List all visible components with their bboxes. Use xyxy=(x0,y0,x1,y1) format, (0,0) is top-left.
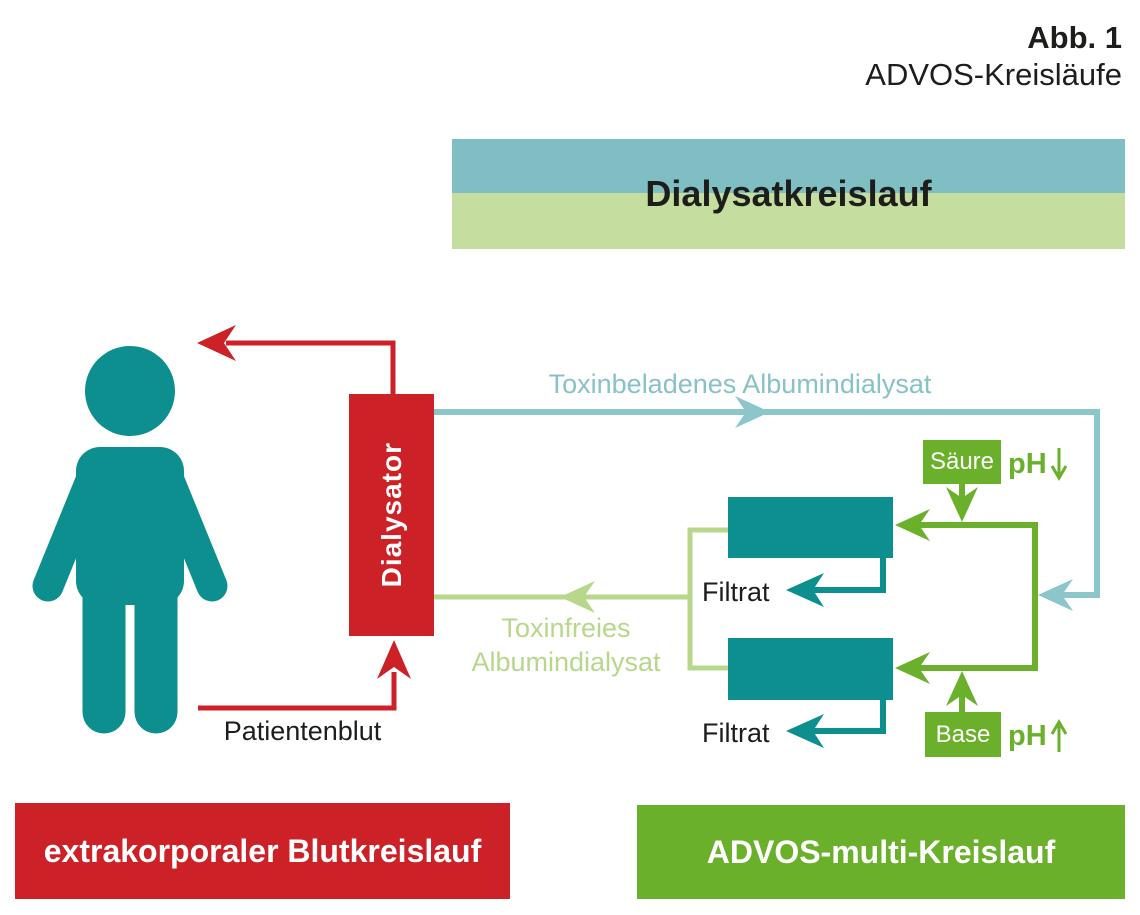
dialysate-banner-label: Dialysatkreislauf xyxy=(645,173,932,214)
toxin-laden-end-arrowhead xyxy=(1038,579,1073,611)
base-feed-arrowhead xyxy=(946,671,978,706)
acid-label: Säure xyxy=(929,448,995,475)
patient-blood-label: Patientenblut xyxy=(223,716,382,746)
patient-blood-inflow-line xyxy=(198,640,411,711)
ph-down-arrow-icon xyxy=(1050,448,1067,481)
advos-top-arrowhead xyxy=(895,509,930,541)
base-label: Base xyxy=(935,720,991,748)
dialysator-label: Dialysator xyxy=(375,442,407,588)
patient-blood-arrowhead xyxy=(377,640,411,679)
patient-figure-icon xyxy=(32,346,228,734)
blood-return-line xyxy=(197,325,396,396)
filtrate-bottom-label: Filtrat xyxy=(702,718,770,748)
ph-down-indicator: pH xyxy=(1008,446,1068,482)
filtrate-top-arrowhead xyxy=(786,573,824,607)
filtrate-drain-top xyxy=(786,558,886,607)
ph-down-text: pH xyxy=(1008,447,1047,480)
advos-circuit-banner: ADVOS-multi-Kreislauf xyxy=(637,805,1125,899)
ph-up-text: pH xyxy=(1008,719,1047,752)
figure-header: Abb. 1 ADVOS-Kreisläufe xyxy=(700,20,1122,93)
blood-circuit-banner: extrakorporaler Blutkreislauf xyxy=(15,803,510,899)
dialysate-circuit-banner: Dialysatkreislauf xyxy=(452,139,1125,249)
filtrate-bottom-arrowhead xyxy=(786,714,824,748)
filtrate-top-label: Filtrat xyxy=(702,577,770,607)
filter-unit-bottom xyxy=(728,638,893,700)
toxin-free-dialysate-line xyxy=(434,527,728,671)
advos-multi-circuit-line xyxy=(895,483,1038,712)
blood-return-arrowhead xyxy=(197,325,236,361)
banner-green-half xyxy=(452,193,1125,249)
filter-unit-top xyxy=(728,497,893,558)
figure-label: Abb. 1 xyxy=(1027,20,1122,55)
toxin-free-dialysate-label: Toxinfreies Albumindialysat xyxy=(471,613,661,677)
figure-title: ADVOS-Kreisläufe xyxy=(865,56,1122,92)
toxin-laden-dialysate-line xyxy=(434,396,1100,611)
acid-box: Säure xyxy=(923,440,1001,484)
advos-circuit-banner-label: ADVOS-multi-Kreislauf xyxy=(706,833,1056,870)
toxin-laden-mid-arrowhead xyxy=(735,396,770,428)
blood-circuit-banner-label: extrakorporaler Blutkreislauf xyxy=(43,832,482,869)
advos-bottom-arrowhead xyxy=(895,652,930,684)
toxin-free-arrowhead xyxy=(560,581,595,613)
banner-teal-half xyxy=(452,139,1125,193)
ph-up-arrow-icon xyxy=(1050,719,1067,752)
filtrate-drain-bottom xyxy=(786,700,886,748)
acid-feed-arrowhead xyxy=(946,487,978,522)
base-box: Base xyxy=(925,712,1001,757)
ph-up-indicator: pH xyxy=(1008,718,1068,754)
toxin-laden-dialysate-label: Toxinbeladenes Albumindialysat xyxy=(548,369,932,399)
dialysator-box: Dialysator xyxy=(349,394,434,636)
